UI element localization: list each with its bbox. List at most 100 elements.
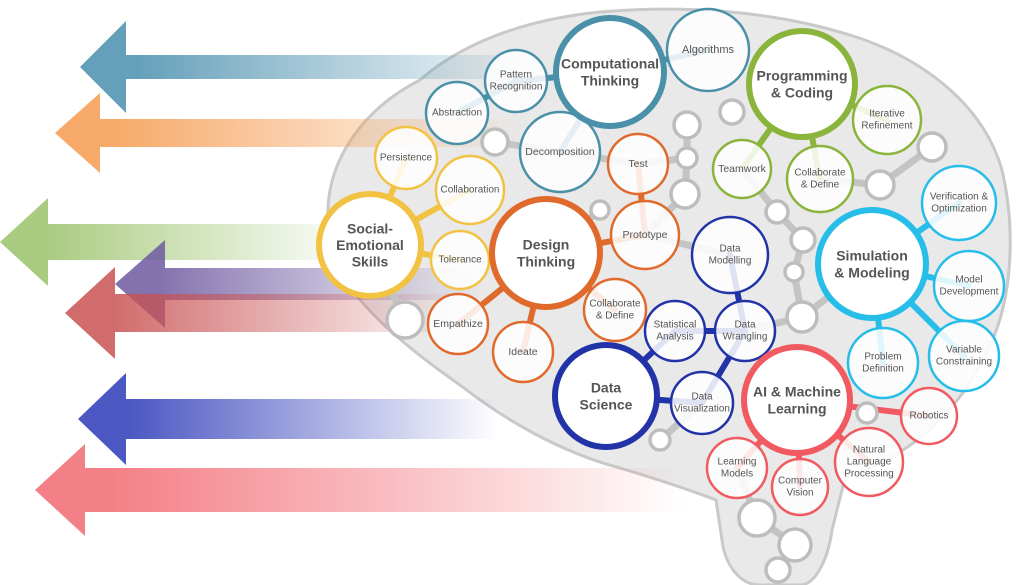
datascience-label-line: Data [591, 380, 622, 396]
collaboration-node: Collaboration [434, 154, 506, 226]
simulation-label-line: & Modeling [834, 264, 909, 280]
iterative-refinement-label-line: Iterative [869, 109, 905, 120]
arrow-layer [0, 21, 685, 536]
abstraction-label-line: Abstraction [432, 108, 482, 119]
algorithms-circle [665, 7, 751, 93]
data-wrangling-circle [713, 299, 777, 363]
collaborate-define-orange-node: Collaborate& Define [582, 277, 648, 343]
ideate-label-line: Ideate [508, 346, 537, 358]
pattern-recognition-circle [483, 48, 549, 114]
algorithms-label-line: Algorithms [682, 44, 734, 56]
natural-language-processing-label-line: Processing [844, 468, 893, 479]
data-wrangling-label-line: Data [734, 320, 756, 331]
computational-circle [553, 15, 667, 129]
decomposition-label-line: Decomposition [525, 146, 595, 158]
data-visualization-label-line: Visualization [674, 403, 730, 414]
pink-arrow [35, 444, 685, 536]
data-visualization-label-line: Data [691, 392, 713, 403]
prototype-label-line: Prototype [623, 229, 668, 241]
teal-arrow [80, 21, 550, 113]
blank-node [589, 199, 611, 221]
robotics-node: Robotics [899, 386, 959, 446]
social-circle [316, 191, 424, 299]
blank-node [855, 401, 879, 425]
test-label-line: Test [628, 158, 647, 170]
blank-node [718, 98, 746, 126]
learning-models-circle [705, 436, 769, 500]
blank-node [480, 127, 510, 157]
pattern-recognition-label-line: Recognition [490, 81, 543, 92]
iterative-refinement-circle [851, 84, 923, 156]
data-modelling-label-line: Modelling [709, 255, 752, 266]
green-arrow [0, 198, 360, 286]
blank-node [916, 131, 948, 163]
design-label-line: Thinking [517, 253, 575, 269]
simulation-label-line: Simulation [836, 248, 908, 264]
natural-language-processing-label-line: Natural [853, 445, 885, 456]
test-node: Test [606, 132, 670, 196]
abstraction-node: Abstraction [424, 80, 490, 146]
blank-node [648, 428, 672, 452]
problem-definition-label-line: Definition [862, 363, 904, 374]
tolerance-circle [429, 229, 491, 291]
teamwork-label-line: Teamwork [718, 163, 767, 175]
blank-node [672, 110, 702, 140]
verification-optimization-circle [920, 164, 998, 242]
orange-arrow [55, 93, 525, 173]
learning-models-label-line: Models [721, 468, 753, 479]
blank-node [777, 527, 813, 563]
verification-optimization-node: Verification &Optimization [920, 164, 998, 242]
decomposition-node: Decomposition [518, 110, 602, 194]
red-arrow [65, 267, 465, 359]
design-label-line: Design [523, 237, 570, 253]
computer-vision-circle [770, 457, 830, 517]
datascience-circle [552, 342, 660, 450]
decomposition-circle [518, 110, 602, 194]
tolerance-label-line: Tolerance [438, 255, 482, 266]
model-development-label-line: Model [955, 275, 982, 286]
data-modelling-circle [690, 215, 770, 295]
variable-constraining-label-line: Constraining [936, 356, 992, 367]
collaborate-define-orange-label-line: Collaborate [589, 299, 641, 310]
blank-node [789, 226, 817, 254]
collaborate-define-orange-label-line: & Define [596, 310, 635, 321]
social-label-line: Emotional [336, 237, 404, 253]
variable-constraining-label-line: Variable [946, 345, 982, 356]
data-visualization-circle [669, 370, 735, 436]
ideate-node: Ideate [491, 320, 555, 384]
computational-label-line: Thinking [581, 72, 639, 88]
social-label-line: Social- [347, 220, 393, 236]
prototype-circle [609, 199, 681, 271]
statistical-analysis-label-line: Analysis [656, 331, 693, 342]
variable-constraining-circle [927, 319, 1001, 393]
pattern-recognition-label-line: Pattern [500, 70, 532, 81]
collaborate-define-green-label-line: & Define [801, 179, 840, 190]
collaborate-define-orange-circle [582, 277, 648, 343]
blank-node [785, 300, 819, 334]
statistical-analysis-circle [643, 299, 707, 363]
ai-circle [741, 344, 853, 456]
blank-node [764, 199, 790, 225]
ideate-circle [491, 320, 555, 384]
persistence-label-line: Persistence [380, 153, 433, 164]
programming-main-node: Programming& Coding [746, 28, 858, 140]
blank-node [737, 498, 777, 538]
purple-arrow [115, 240, 485, 328]
problem-definition-label-line: Problem [864, 352, 901, 363]
blank-node [675, 146, 699, 170]
prototype-node: Prototype [609, 199, 681, 271]
data-modelling-label-line: Data [719, 244, 741, 255]
persistence-circle [373, 125, 439, 191]
ai-label-line: AI & Machine [753, 384, 841, 400]
natural-language-processing-label-line: Language [847, 457, 892, 468]
